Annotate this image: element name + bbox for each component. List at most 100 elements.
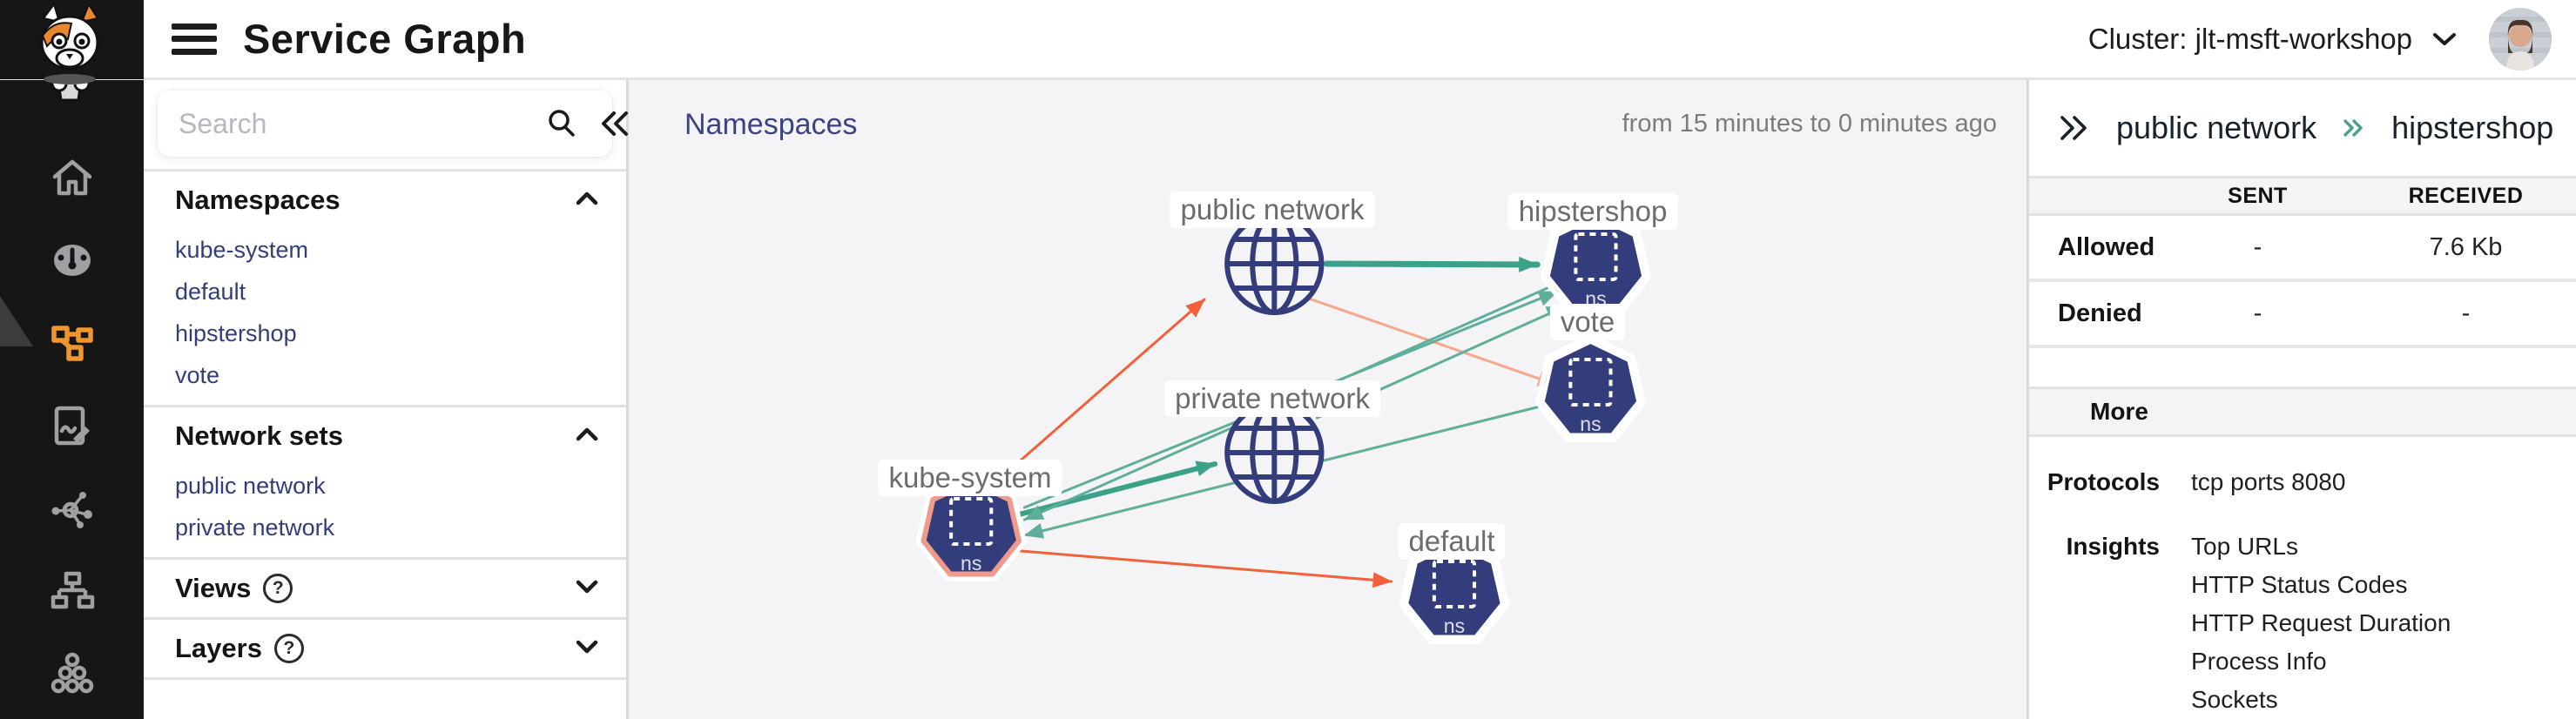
insight-item-top-urls[interactable]: Top URLs bbox=[2191, 533, 2298, 560]
sidebar-section-network-sets: Network sets public network private networ… bbox=[144, 407, 626, 557]
sidebar-item-private-network[interactable]: private network bbox=[175, 514, 335, 541]
search-input[interactable] bbox=[179, 107, 544, 140]
nav-network-icon[interactable] bbox=[48, 484, 97, 533]
section-label: Views bbox=[175, 573, 252, 603]
help-icon[interactable]: ? bbox=[273, 634, 304, 663]
node-public-network[interactable] bbox=[1224, 212, 1325, 315]
sent-value: - bbox=[2253, 299, 2262, 327]
nav-clusters-icon[interactable] bbox=[48, 649, 97, 698]
user-avatar[interactable] bbox=[2489, 7, 2552, 71]
menu-icon[interactable] bbox=[172, 23, 217, 55]
insight-item-sockets[interactable]: Sockets bbox=[2191, 686, 2278, 713]
node-label-default[interactable]: default bbox=[1398, 523, 1506, 560]
svg-text:ns: ns bbox=[1444, 615, 1465, 637]
sidebar-section-views: Views? bbox=[144, 560, 626, 617]
insight-item-process-info[interactable]: Process Info bbox=[2191, 648, 2327, 675]
cluster-label: Cluster: jlt-msft-workshop bbox=[2087, 22, 2412, 55]
node-label-hipstershop[interactable]: hipstershop bbox=[1507, 193, 1678, 230]
search-icon[interactable] bbox=[544, 106, 579, 141]
protocols-value: tcp ports 8080 bbox=[2191, 468, 2346, 495]
sidebar-item-kube-system[interactable]: kube-system bbox=[175, 236, 309, 263]
section-header-namespaces[interactable]: Namespaces bbox=[144, 171, 626, 229]
sidebar-section-namespaces: Namespaces kube-system default hipstershop v… bbox=[144, 171, 626, 405]
protocols-row: Protocols tcp ports 8080 bbox=[2029, 463, 2576, 501]
edge-kube-system-to-public-network[interactable] bbox=[994, 298, 1206, 484]
sidebar-item-hipstershop[interactable]: hipstershop bbox=[175, 319, 297, 346]
sidebar-item-vote[interactable]: vote bbox=[175, 361, 220, 388]
section-label: Network sets bbox=[175, 420, 343, 451]
traffic-table-header: SENT RECEIVED bbox=[2029, 176, 2576, 216]
edge-public-network-to-hipstershop[interactable] bbox=[1323, 256, 1541, 272]
node-label-kube-system[interactable]: kube-system bbox=[878, 460, 1062, 496]
cluster-selector[interactable]: Cluster: jlt-msft-workshop bbox=[2088, 23, 2458, 56]
traffic-row-allowed: Allowed-7.6 Kb bbox=[2029, 216, 2576, 282]
node-default[interactable]: ns bbox=[1399, 536, 1510, 644]
traffic-table-body: Allowed-7.6 Kb Denied - - bbox=[2029, 216, 2576, 348]
avatar-image bbox=[2489, 7, 2552, 71]
protocols-label: Protocols bbox=[2047, 468, 2160, 495]
chevron-up-icon bbox=[574, 425, 600, 448]
nav-reports-icon[interactable] bbox=[48, 401, 97, 450]
received-value: 7.6 Kb bbox=[2429, 232, 2503, 261]
page-title: Service Graph bbox=[243, 16, 527, 62]
node-label-public-network[interactable]: public network bbox=[1170, 192, 1375, 228]
node-private-network[interactable] bbox=[1224, 401, 1325, 504]
sidebar-sections: Namespaces kube-system default hipstershop v… bbox=[144, 171, 626, 680]
breadcrumb-separator-icon bbox=[2341, 117, 2367, 139]
insight-item-http-request-duration[interactable]: HTTP Request Duration bbox=[2191, 609, 2451, 636]
divider bbox=[144, 557, 626, 560]
section-label: Layers bbox=[175, 633, 262, 663]
chevron-down-icon bbox=[2433, 32, 2456, 45]
nav-home-icon[interactable] bbox=[48, 153, 97, 202]
svg-text:ns: ns bbox=[961, 552, 981, 575]
node-vote[interactable]: ns bbox=[1534, 334, 1647, 442]
svg-text:ns: ns bbox=[1580, 413, 1601, 435]
sidebar-item-default[interactable]: default bbox=[175, 278, 246, 305]
traffic-row-denied: Denied - - bbox=[2029, 282, 2576, 348]
active-nav-wedge bbox=[0, 296, 33, 346]
received-value: - bbox=[2461, 299, 2471, 327]
sidebar-item-public-network[interactable]: public network bbox=[175, 472, 326, 499]
nav-service-graph-icon[interactable] bbox=[48, 319, 97, 367]
edge-kube-system-to-private-network[interactable] bbox=[1016, 460, 1218, 517]
divider bbox=[144, 405, 626, 407]
chevron-down-icon bbox=[574, 637, 600, 661]
insights-label: Insights bbox=[2066, 533, 2160, 560]
node-label-private-network[interactable]: private network bbox=[1164, 380, 1380, 417]
section-header-layers[interactable]: Layers? bbox=[144, 620, 626, 677]
canvas-title: Namespaces bbox=[684, 108, 858, 141]
cat-logo-icon bbox=[40, 2, 99, 101]
details-breadcrumb: public network hipstershop bbox=[2029, 80, 2576, 176]
edge-kube-system-to-default[interactable] bbox=[1019, 549, 1393, 588]
node-label-vote[interactable]: vote bbox=[1549, 304, 1626, 340]
graph-canvas[interactable]: Namespaces from 15 minutes to 0 minutes … bbox=[629, 80, 2026, 719]
divider bbox=[144, 169, 626, 171]
top-header: Service Graph Cluster: jlt-msft-workshop bbox=[0, 0, 2576, 101]
breadcrumb-target[interactable]: hipstershop bbox=[2391, 110, 2554, 145]
breadcrumb-source[interactable]: public network bbox=[2116, 110, 2317, 145]
section-header-views[interactable]: Views? bbox=[144, 560, 626, 617]
expand-panel-icon[interactable] bbox=[2055, 111, 2094, 145]
brand-logo[interactable] bbox=[0, 0, 144, 101]
node-kube-system[interactable]: ns bbox=[915, 474, 1027, 581]
collapse-panel-icon[interactable] bbox=[597, 106, 633, 141]
section-header-network-sets[interactable]: Network sets bbox=[144, 407, 626, 465]
nav-rail bbox=[0, 80, 144, 719]
chevron-up-icon bbox=[574, 189, 600, 212]
divider bbox=[144, 677, 626, 680]
search-bar bbox=[158, 91, 628, 157]
graph-node-labels: public network hipstershop vote private net… bbox=[629, 80, 2026, 719]
more-section-header[interactable]: More bbox=[2029, 386, 2576, 437]
row-label: Allowed bbox=[2058, 232, 2155, 261]
help-icon[interactable]: ? bbox=[263, 574, 293, 603]
divider bbox=[144, 617, 626, 620]
sidebar-section-layers: Layers? bbox=[144, 620, 626, 677]
nav-dashboards-icon[interactable] bbox=[48, 236, 97, 285]
nav-hierarchy-icon[interactable] bbox=[48, 567, 97, 615]
insight-item-http-status-codes[interactable]: HTTP Status Codes bbox=[2191, 571, 2408, 598]
row-label: Denied bbox=[2058, 299, 2142, 327]
time-range-label: from 15 minutes to 0 minutes ago bbox=[1622, 110, 1997, 138]
